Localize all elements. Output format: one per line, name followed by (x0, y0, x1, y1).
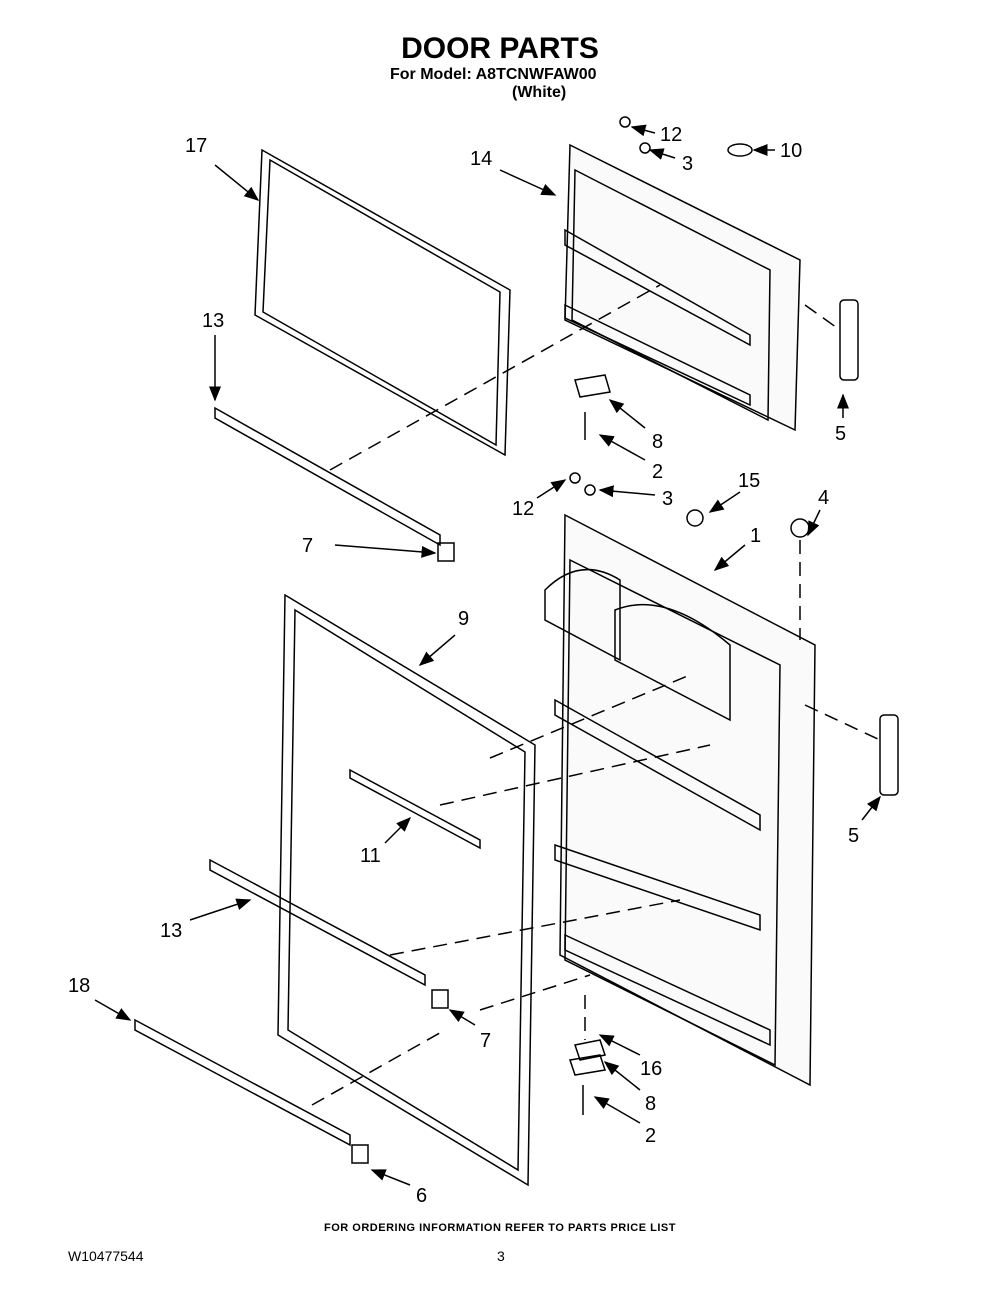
callout-7: 7 (302, 535, 313, 557)
callout-2: 2 (652, 461, 663, 483)
shelf-strip (349, 768, 481, 850)
freezer-door (564, 143, 801, 432)
callout-3: 3 (662, 488, 673, 510)
model-number: For Model: A8TCNWFAW00 (390, 66, 597, 83)
callout-15: 15 (738, 470, 760, 492)
model-color: (White) (512, 84, 567, 101)
freezer-gasket-strip (214, 406, 441, 547)
callout-12: 12 (660, 124, 682, 146)
callout-10: 10 (780, 140, 802, 162)
freezer-handle (839, 299, 859, 381)
callout-13: 13 (202, 310, 224, 332)
document-number: W10477544 (68, 1248, 144, 1264)
callout-8: 8 (652, 431, 663, 453)
bottom-clip (351, 1144, 369, 1164)
freezer-gasket (254, 148, 511, 457)
callout-7: 7 (480, 1030, 491, 1052)
fresh-food-door (559, 513, 816, 1087)
ordering-note: FOR ORDERING INFORMATION REFER TO PARTS … (324, 1222, 676, 1234)
freezer-clip (437, 542, 455, 562)
callout-8: 8 (645, 1093, 656, 1115)
callout-1: 1 (750, 525, 761, 547)
callout-5: 5 (848, 825, 859, 847)
fresh-food-gasket-strip (209, 858, 426, 987)
page-number: 3 (497, 1248, 505, 1264)
page-title: DOOR PARTS (401, 32, 599, 65)
callout-18: 18 (68, 975, 90, 997)
callout-12: 12 (512, 498, 534, 520)
callout-6: 6 (416, 1185, 427, 1207)
callout-16: 16 (640, 1058, 662, 1080)
callout-2: 2 (645, 1125, 656, 1147)
fresh-food-handle (879, 714, 899, 796)
fresh-food-gasket (277, 593, 536, 1187)
callout-14: 14 (470, 148, 492, 170)
callout-5: 5 (835, 423, 846, 445)
bottom-gasket-strip (134, 1018, 351, 1147)
callout-11: 11 (360, 845, 381, 867)
fresh-food-clip (431, 989, 449, 1009)
callout-13: 13 (160, 920, 182, 942)
callout-17: 17 (185, 135, 207, 157)
callout-9: 9 (458, 608, 469, 630)
callout-4: 4 (818, 487, 829, 509)
callout-3: 3 (682, 153, 693, 175)
